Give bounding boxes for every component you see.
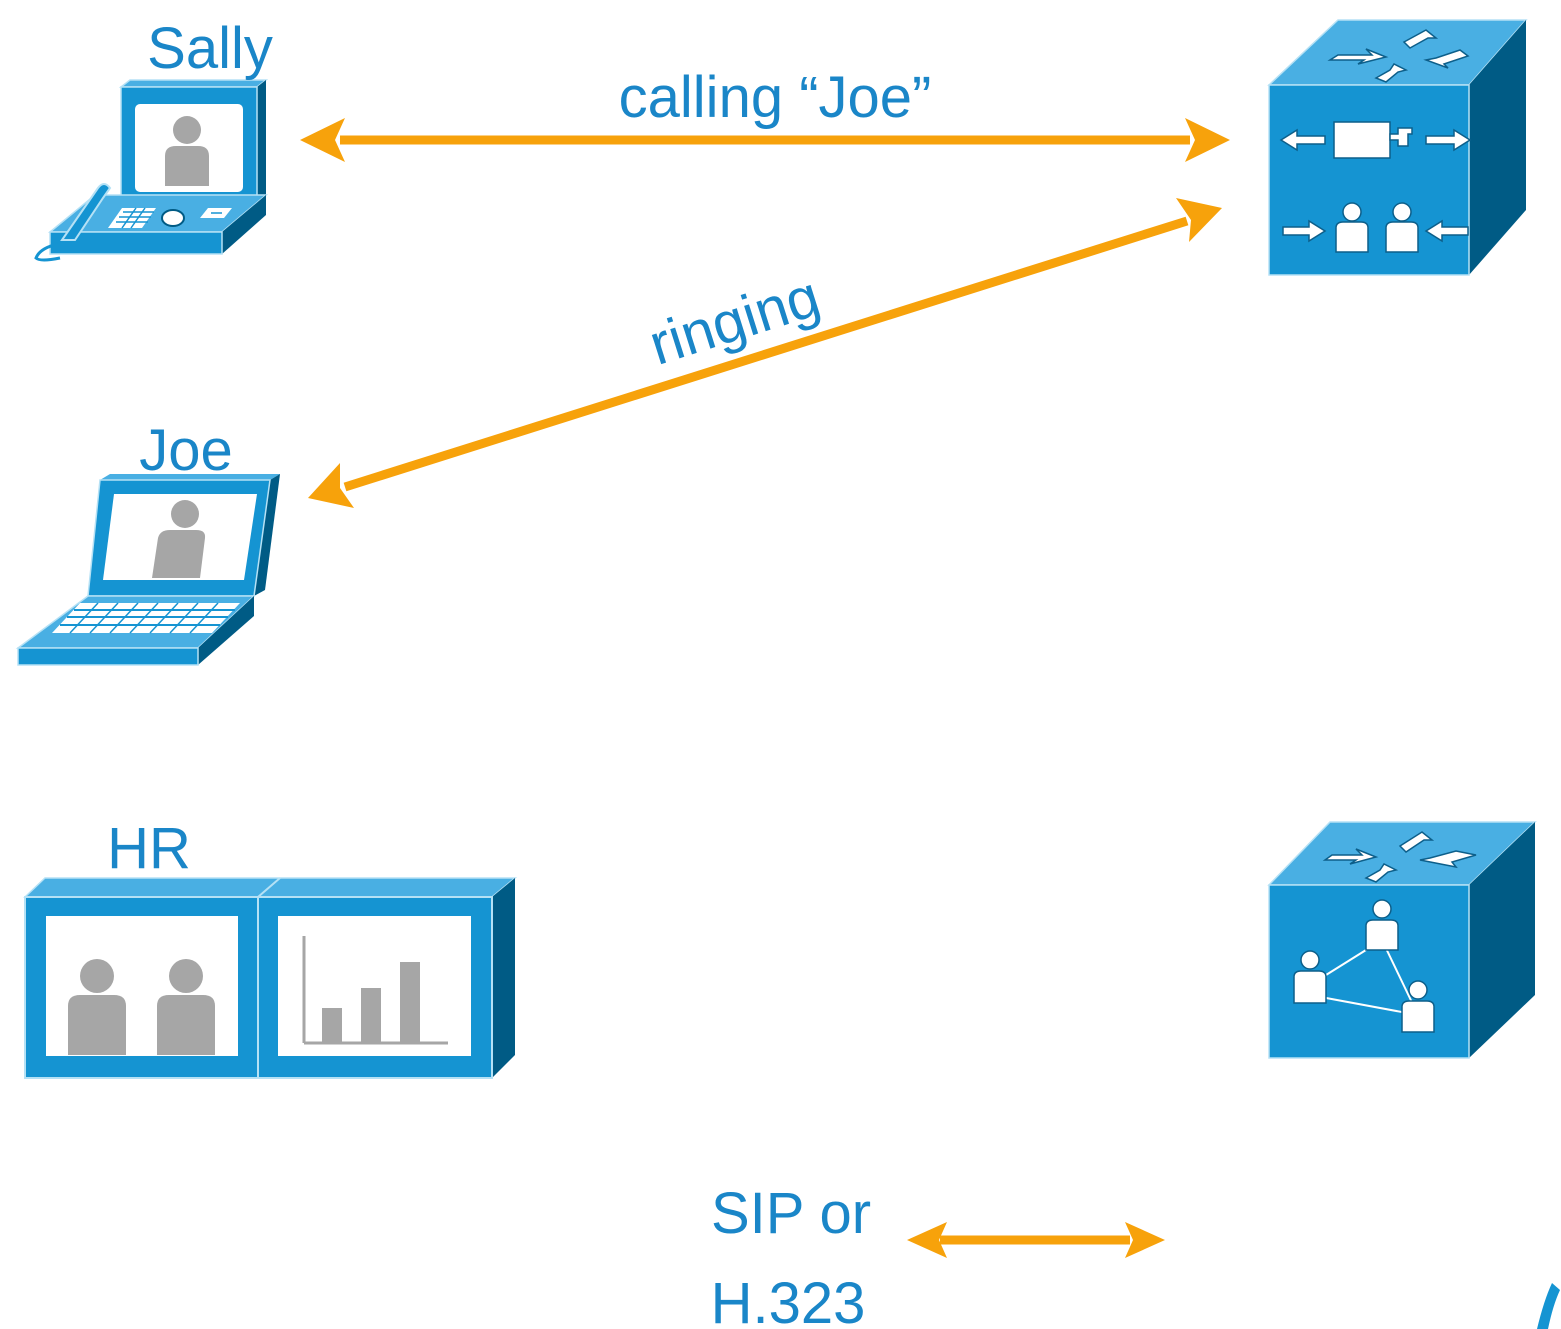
conference-bridge-server-icon <box>1267 821 1537 1059</box>
telepresence-room-system-icon <box>23 877 518 1079</box>
decorative-corner-stroke <box>1537 1283 1560 1329</box>
label-sally: Sally <box>147 16 273 81</box>
legend-arrow <box>907 1222 1165 1258</box>
arrow-sally-to-call-control <box>300 118 1230 162</box>
arrow-joe-to-call-control <box>308 198 1222 508</box>
ip-video-phone-icon <box>34 79 269 262</box>
label-joe: Joe <box>139 418 233 483</box>
laptop-video-client-icon <box>15 474 280 666</box>
legend-label-line2: H.323 <box>711 1271 866 1329</box>
legend-label-line1: SIP or <box>711 1181 871 1246</box>
label-hr: HR <box>107 816 191 881</box>
label-calling-joe: calling “Joe” <box>619 65 932 130</box>
call-control-server-icon <box>1267 19 1528 276</box>
